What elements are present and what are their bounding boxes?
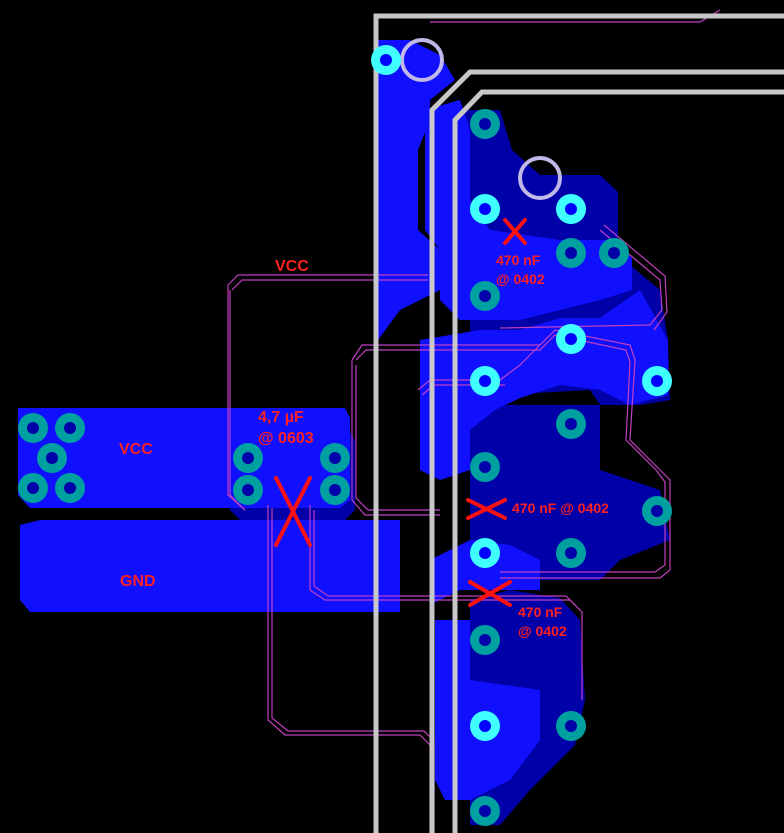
pad-drill-hole	[479, 720, 491, 732]
pad-drill-hole	[479, 547, 491, 559]
trace-mid-horizontal-a	[351, 329, 671, 579]
vias	[400, 38, 562, 200]
net-label-gnd-plane: GND	[120, 573, 156, 590]
pad-drill-hole	[46, 452, 58, 464]
pad-drill-hole	[651, 505, 663, 517]
trace-vcc-top-c	[229, 290, 246, 511]
trace-mid-left-drop	[351, 360, 440, 516]
pad-drill-hole	[479, 375, 491, 387]
trace-right-upper-b	[603, 224, 668, 331]
cap2-cross	[466, 498, 507, 520]
cap-markers	[274, 218, 527, 607]
cap-bulk-cross	[274, 476, 312, 547]
trace-vcc-top-b	[231, 279, 428, 291]
cap1-cross	[503, 218, 527, 245]
trace-inner-column	[417, 344, 541, 391]
top-copper-layer	[18, 40, 668, 800]
pad-drill-hole	[479, 461, 491, 473]
cap3-cross	[468, 580, 512, 607]
cap3-package: @ 0402	[518, 623, 567, 639]
trace-vcc-top-a	[227, 274, 428, 286]
pad-drill-hole	[479, 805, 491, 817]
vcc-plane	[18, 408, 350, 508]
pad-drill-hole	[565, 720, 577, 732]
cap1-value: 470 nF	[496, 252, 541, 268]
cap3-value: 470 nF	[518, 604, 563, 620]
pad-drill-hole	[380, 54, 392, 66]
cap1-package: @ 0402	[496, 271, 545, 287]
via-upper-mid	[518, 156, 562, 200]
pad-drill-hole	[479, 118, 491, 130]
gnd-plane	[20, 520, 400, 612]
board-edge-outer	[373, 13, 784, 833]
pad-drill-hole	[565, 547, 577, 559]
board-edge-innermost	[452, 89, 784, 833]
board-edges	[373, 13, 784, 833]
pad-drill-hole	[27, 482, 39, 494]
top-pour-center	[420, 290, 668, 480]
cap-bulk-value: 4,7 µF	[258, 409, 304, 426]
pads	[18, 45, 672, 826]
pad-drill-hole	[651, 375, 663, 387]
board-edge-inner	[429, 69, 784, 833]
top-pour-mid-column	[425, 100, 632, 320]
pad-drill-hole	[329, 452, 341, 464]
pad-drill-hole	[608, 247, 620, 259]
trace-mid-left-drop-b	[355, 365, 440, 511]
pad-drill-hole	[64, 482, 76, 494]
pad-drill-hole	[565, 418, 577, 430]
pad-drill-hole	[479, 634, 491, 646]
pad-drill-hole	[565, 203, 577, 215]
pad-drill-hole	[479, 290, 491, 302]
bottom-pour-middle	[470, 405, 670, 580]
pad-drill-hole	[565, 247, 577, 259]
net-label-vcc-plane: VCC	[119, 441, 153, 458]
top-pour-bottom-column	[435, 620, 540, 800]
trace-gnd-lower-b	[313, 510, 579, 609]
via-top-left	[400, 38, 444, 82]
labels: VCC VCC GND 4,7 µF @ 0603 470 nF @ 0402 …	[119, 252, 609, 639]
pad-drill-hole	[479, 203, 491, 215]
cap-bulk-package: @ 0603	[258, 430, 314, 447]
trace-mid-horizontal-b	[355, 334, 666, 573]
top-pour-left-branch	[375, 40, 455, 612]
pad-drill-hole	[27, 422, 39, 434]
pad-drill-hole	[242, 484, 254, 496]
pad-drill-hole	[565, 333, 577, 345]
net-label-vcc-top: VCC	[275, 258, 309, 275]
cap2-label: 470 nF @ 0402	[512, 500, 609, 516]
trace-gnd-lower	[309, 505, 583, 700]
pad-drill-hole	[329, 484, 341, 496]
pad-drill-hole	[64, 422, 76, 434]
trace-right-upper	[499, 229, 663, 329]
pad-drill-hole	[242, 452, 254, 464]
